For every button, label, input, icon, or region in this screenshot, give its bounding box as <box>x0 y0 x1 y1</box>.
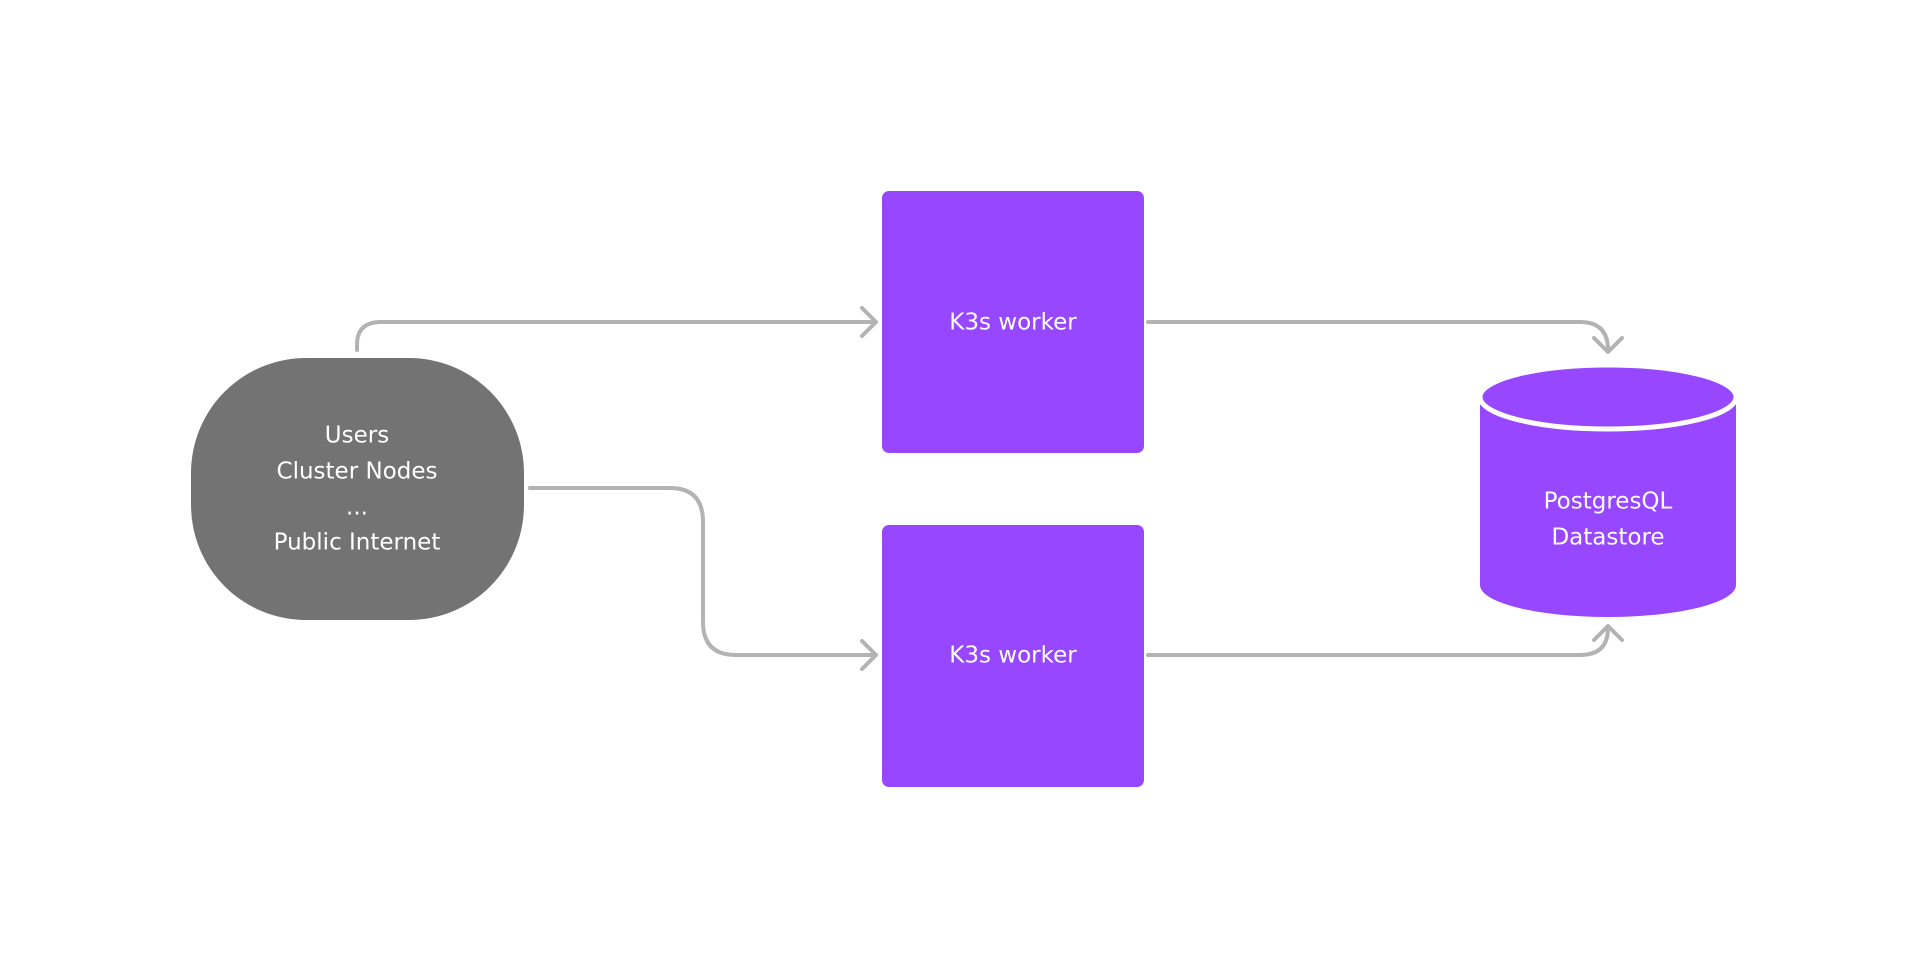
edge-source-to-worker-bottom <box>528 486 877 657</box>
datastore-cylinder-top <box>1477 362 1739 432</box>
datastore-label-line-2: Datastore <box>1551 525 1664 551</box>
connectors <box>355 306 1624 671</box>
arrowhead-worker-top <box>860 306 878 338</box>
worker-node-top-shape <box>882 191 1144 453</box>
arrowhead-datastore-bottom <box>1592 624 1624 642</box>
worker-node-top-label: K3s worker <box>949 310 1077 336</box>
worker-node-bottom-label: K3s worker <box>949 643 1077 669</box>
worker-node-top: K3s worker <box>882 191 1144 453</box>
source-node-line-ellipsis: ... <box>346 495 368 521</box>
source-node-line-users: Users <box>325 423 389 449</box>
arrowhead-datastore-top <box>1592 336 1624 354</box>
datastore-label-line-1: PostgresQL <box>1544 489 1673 515</box>
edge-worker-bottom-to-datastore <box>1146 626 1610 657</box>
arrowhead-worker-bottom <box>860 639 878 671</box>
source-node-shape <box>191 358 524 620</box>
source-node-line-public-internet: Public Internet <box>274 530 441 556</box>
datastore-node: PostgresQL Datastore <box>1477 362 1739 617</box>
source-node-line-cluster-nodes: Cluster Nodes <box>277 459 438 485</box>
source-node: Users Cluster Nodes ... Public Internet <box>191 358 524 620</box>
worker-node-bottom-shape <box>882 525 1144 787</box>
edge-worker-top-to-datastore <box>1146 320 1610 352</box>
datastore-cylinder-body <box>1480 397 1736 617</box>
edge-source-to-worker-top <box>355 320 877 352</box>
worker-node-bottom: K3s worker <box>882 525 1144 787</box>
